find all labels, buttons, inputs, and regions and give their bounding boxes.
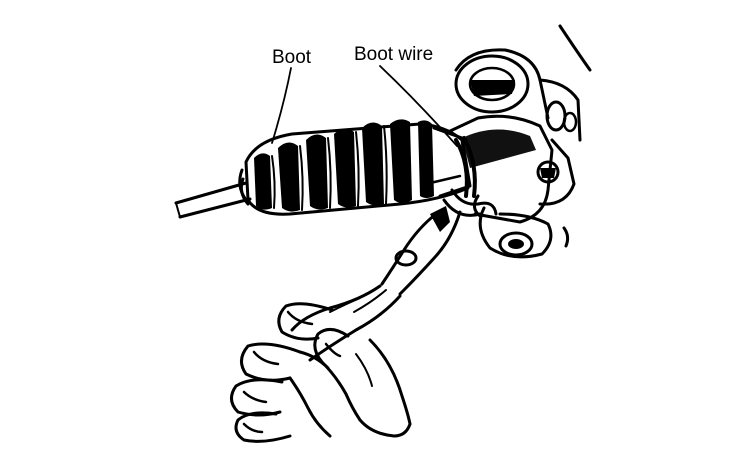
steering-gear-housing (446, 24, 592, 248)
hand (230, 302, 412, 443)
boot-wire-label: Boot wire (354, 44, 433, 65)
boot-label: Boot (272, 47, 312, 68)
boot-leader-line (271, 67, 292, 144)
boot-wire-leader-line (379, 65, 458, 147)
mounting-bracket (478, 206, 553, 259)
